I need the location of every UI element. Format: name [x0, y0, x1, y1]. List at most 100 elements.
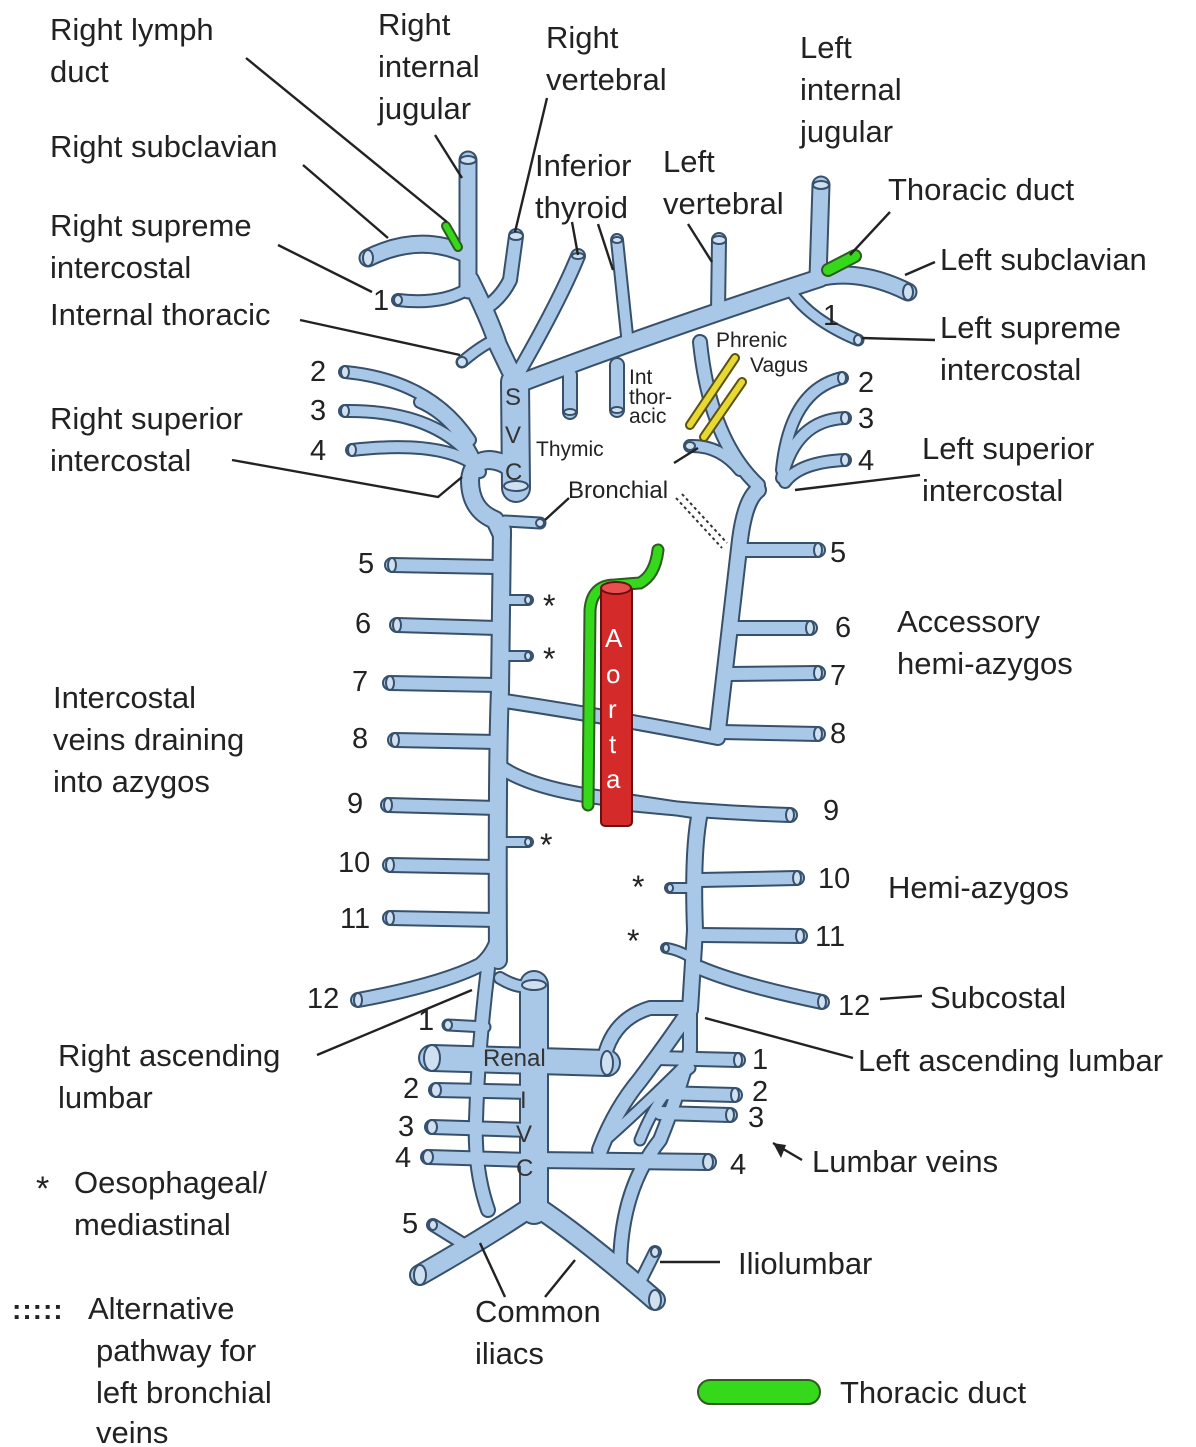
left-intercostal-number-7: 7	[830, 660, 846, 692]
right-intercostal-9	[388, 805, 497, 808]
vein-end-cap	[444, 1020, 452, 1030]
vein-end-cap	[423, 1150, 433, 1164]
vein-end-cap	[536, 519, 544, 527]
left-intercostal-number-6: 6	[835, 612, 851, 644]
vein-end-cap	[429, 1220, 437, 1230]
alternative-bronchial-pathway	[676, 494, 727, 548]
legend-thoracic-duct-label: Thoracic duct	[840, 1375, 1026, 1410]
left-intercostal-number-9: 9	[823, 795, 839, 827]
label-iliolumbar: Iliolumbar	[738, 1246, 872, 1281]
label-accessory-hemi-azygos: Accessory hemi-azygos	[897, 604, 1073, 681]
vein-end-cap	[414, 1265, 426, 1285]
left-intercostal-11	[700, 935, 800, 936]
right-intercostal-11	[390, 918, 497, 920]
vein-end-cap	[712, 236, 726, 244]
label-inferior-thyroid: Inferior thyroid	[535, 148, 640, 225]
right-upper-number-3: 3	[310, 395, 326, 427]
vein-end-cap	[651, 1247, 659, 1257]
right-lumbar-number-2: 2	[403, 1073, 419, 1105]
legend-oesophageal-mediastinal: Oesophageal/ mediastinal	[74, 1165, 276, 1242]
label-right-lymph-duct: Right lymph duct	[50, 12, 222, 89]
left-intercostal-number-5: 5	[830, 537, 846, 569]
legend-asterisk-symbol: *	[36, 1170, 49, 1208]
label-left-ascending-lumbar: Left ascending lumbar	[858, 1043, 1163, 1078]
right-lumbar-number-5: 5	[402, 1208, 418, 1240]
right-lumbar-4	[428, 1157, 530, 1160]
vein-end-cap	[814, 666, 822, 680]
legend-alternative-pathway: Alternative pathway for left bronchial v…	[88, 1291, 280, 1447]
right-upper-number-4: 4	[310, 435, 326, 467]
vein-end-cap	[685, 442, 695, 450]
right-intercostal-number-8: 8	[352, 723, 368, 755]
vein-end-cap	[509, 232, 523, 240]
right-intercostal-number-11: 11	[340, 903, 370, 935]
left-lumbar-number-3: 3	[748, 1102, 764, 1134]
right-upper-number-1: 1	[373, 285, 389, 317]
label-left-superior-intercostal: Left superior intercostal	[922, 431, 1103, 508]
left-upper-number-3: 3	[858, 403, 874, 435]
label-phrenic: Phrenic	[716, 329, 787, 352]
vein-end-cap	[601, 1051, 613, 1075]
label-right-subclavian: Right subclavian	[50, 129, 277, 164]
label-left-subclavian: Left subclavian	[940, 242, 1147, 277]
vein-end-cap	[393, 618, 401, 632]
vein-end-cap	[796, 929, 804, 943]
right-intercostal-7	[390, 683, 497, 685]
left-subcostal-12	[700, 968, 822, 1002]
label-internal-thoracic: Internal thoracic	[50, 297, 271, 332]
label-left-supreme-intercostal: Left supreme intercostal	[940, 310, 1130, 387]
vein-end-cap	[731, 1088, 739, 1102]
vein-end-cap	[903, 284, 913, 300]
inferior-thyroid-right-vein	[520, 256, 578, 370]
label-right-vertebral: Right vertebral	[546, 20, 667, 97]
left-intercostal-10	[700, 878, 797, 880]
left-lumbar-2	[660, 1093, 735, 1095]
right-upper-number-2: 2	[310, 356, 326, 388]
label-lumbar-veins: Lumbar veins	[812, 1144, 998, 1179]
label-int-thoracic: Int thor- acic	[629, 366, 678, 428]
vein-end-cap	[394, 295, 402, 305]
left-intercostal-number-8: 8	[830, 718, 846, 750]
oesophageal-asterisk: *	[540, 827, 552, 863]
label-renal: Renal	[483, 1045, 546, 1072]
vein-end-cap	[813, 181, 829, 189]
vein-end-cap	[841, 454, 849, 466]
legend-thoracic-duct-swatch	[698, 1380, 820, 1404]
left-intercostal-7	[730, 673, 818, 674]
vein-end-cap	[525, 596, 531, 604]
vein-end-cap	[667, 884, 673, 892]
vein-end-cap	[427, 1120, 437, 1134]
vein-end-cap	[354, 993, 362, 1007]
label-vagus: Vagus	[750, 354, 808, 377]
right-intercostal-number-12: 12	[307, 983, 339, 1015]
vein-end-cap	[734, 1053, 742, 1067]
label-hemi-azygos: Hemi-azygos	[888, 870, 1069, 905]
vein-end-cap	[649, 1290, 661, 1310]
oesophageal-asterisk: *	[632, 869, 644, 905]
label-thymic: Thymic	[536, 438, 604, 461]
left-lumbar-1	[656, 1058, 738, 1060]
label-bronchial: Bronchial	[568, 477, 668, 504]
right-lumbar-number-1: 1	[418, 1005, 434, 1037]
vein-end-cap	[786, 808, 794, 822]
right-bronchial-vein	[505, 521, 540, 523]
label-subcostal: Subcostal	[930, 980, 1066, 1015]
vein-end-cap	[793, 871, 801, 885]
label-left-vertebral: Left vertebral	[663, 144, 784, 221]
right-intercostal-number-7: 7	[352, 666, 368, 698]
vein-end-cap	[424, 1045, 440, 1071]
left-lumbar-number-1: 1	[752, 1044, 768, 1076]
right-intercostal-number-6: 6	[355, 608, 371, 640]
inferior-thyroid-left-vein	[617, 240, 628, 345]
vein-end-cap	[384, 798, 392, 812]
left-lumbar-number-4: 4	[730, 1149, 746, 1181]
left-intercostal-8	[722, 732, 818, 734]
left-intercostal-number-12: 12	[838, 990, 870, 1022]
legend-dotted-symbol: :::::	[12, 1294, 64, 1325]
vein-end-cap	[363, 250, 373, 266]
right-lumbar-number-3: 3	[398, 1111, 414, 1143]
vein-end-cap	[564, 409, 576, 415]
vein-end-cap	[612, 237, 622, 243]
vein-end-cap	[726, 1108, 734, 1122]
vein-end-cap	[348, 444, 356, 456]
